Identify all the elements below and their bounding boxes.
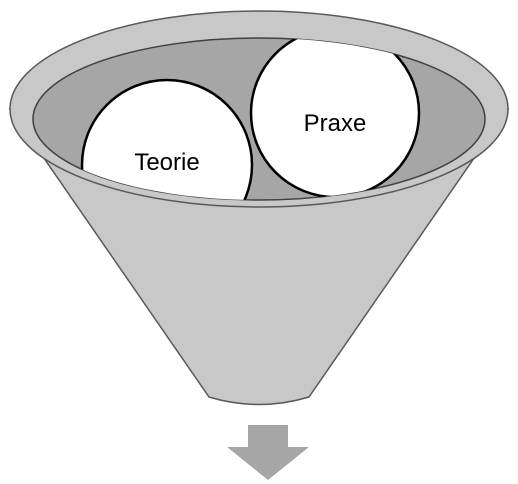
praxe-label: Praxe [304,110,367,137]
teorie-ball [80,78,254,200]
teorie-label: Teorie [134,149,199,176]
down-arrow-icon [227,425,309,480]
